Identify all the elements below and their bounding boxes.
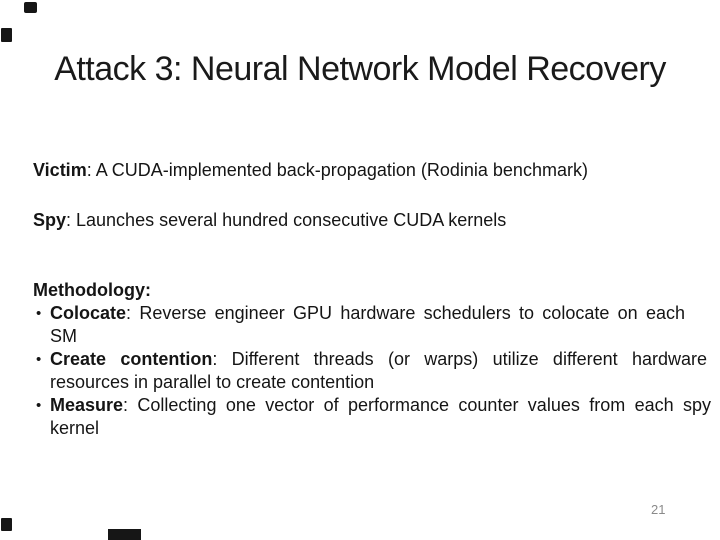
bullet-label: Create contention xyxy=(50,349,213,369)
scan-artifact-mark xyxy=(108,529,141,540)
bullet-line: Colocate: Reverse engineer GPU hardware … xyxy=(50,302,685,325)
spy-label: Spy xyxy=(33,210,67,230)
bullet-item-measure: • Measure: Collecting one vector of perf… xyxy=(33,394,713,440)
bullet-icon: • xyxy=(36,305,42,322)
methodology-section: Methodology: • Colocate: Reverse enginee… xyxy=(33,279,713,440)
slide-title: Attack 3: Neural Network Model Recovery xyxy=(54,50,666,88)
scan-artifact-mark xyxy=(24,2,37,13)
bullet-item-create-contention: • Create contention: Different threads (… xyxy=(33,348,713,394)
victim-line: Victim: A CUDA-implemented back-propagat… xyxy=(33,159,588,182)
bullet-label: Colocate xyxy=(50,303,127,323)
scan-artifact-mark xyxy=(1,28,12,42)
bullet-text: : Reverse engineer GPU hardware schedule… xyxy=(126,303,685,323)
methodology-heading: Methodology: xyxy=(33,280,151,300)
bullet-text: : Collecting one vector of performance c… xyxy=(123,395,711,415)
bullet-line: Create contention: Different threads (or… xyxy=(50,348,707,371)
victim-label: Victim xyxy=(33,160,87,180)
bullet-icon: • xyxy=(36,397,42,414)
bullet-label: Measure xyxy=(50,395,124,415)
page-number: 21 xyxy=(651,502,666,517)
spy-text: : Launches several hundred consecutive C… xyxy=(66,210,507,230)
bullet-item-colocate: • Colocate: Reverse engineer GPU hardwar… xyxy=(33,302,713,348)
scan-artifact-mark xyxy=(1,518,12,531)
spy-line: Spy: Launches several hundred consecutiv… xyxy=(33,209,506,232)
bullet-line-continued: kernel xyxy=(50,418,100,438)
bullet-icon: • xyxy=(36,351,42,368)
bullet-text: : Different threads (or warps) utilize d… xyxy=(212,349,707,369)
bullet-line-continued: resources in parallel to create contenti… xyxy=(50,372,375,392)
victim-text: : A CUDA-implemented back-propagation (R… xyxy=(86,160,588,180)
bullet-line: Measure: Collecting one vector of perfor… xyxy=(50,394,711,417)
bullet-line-continued: SM xyxy=(50,326,77,346)
